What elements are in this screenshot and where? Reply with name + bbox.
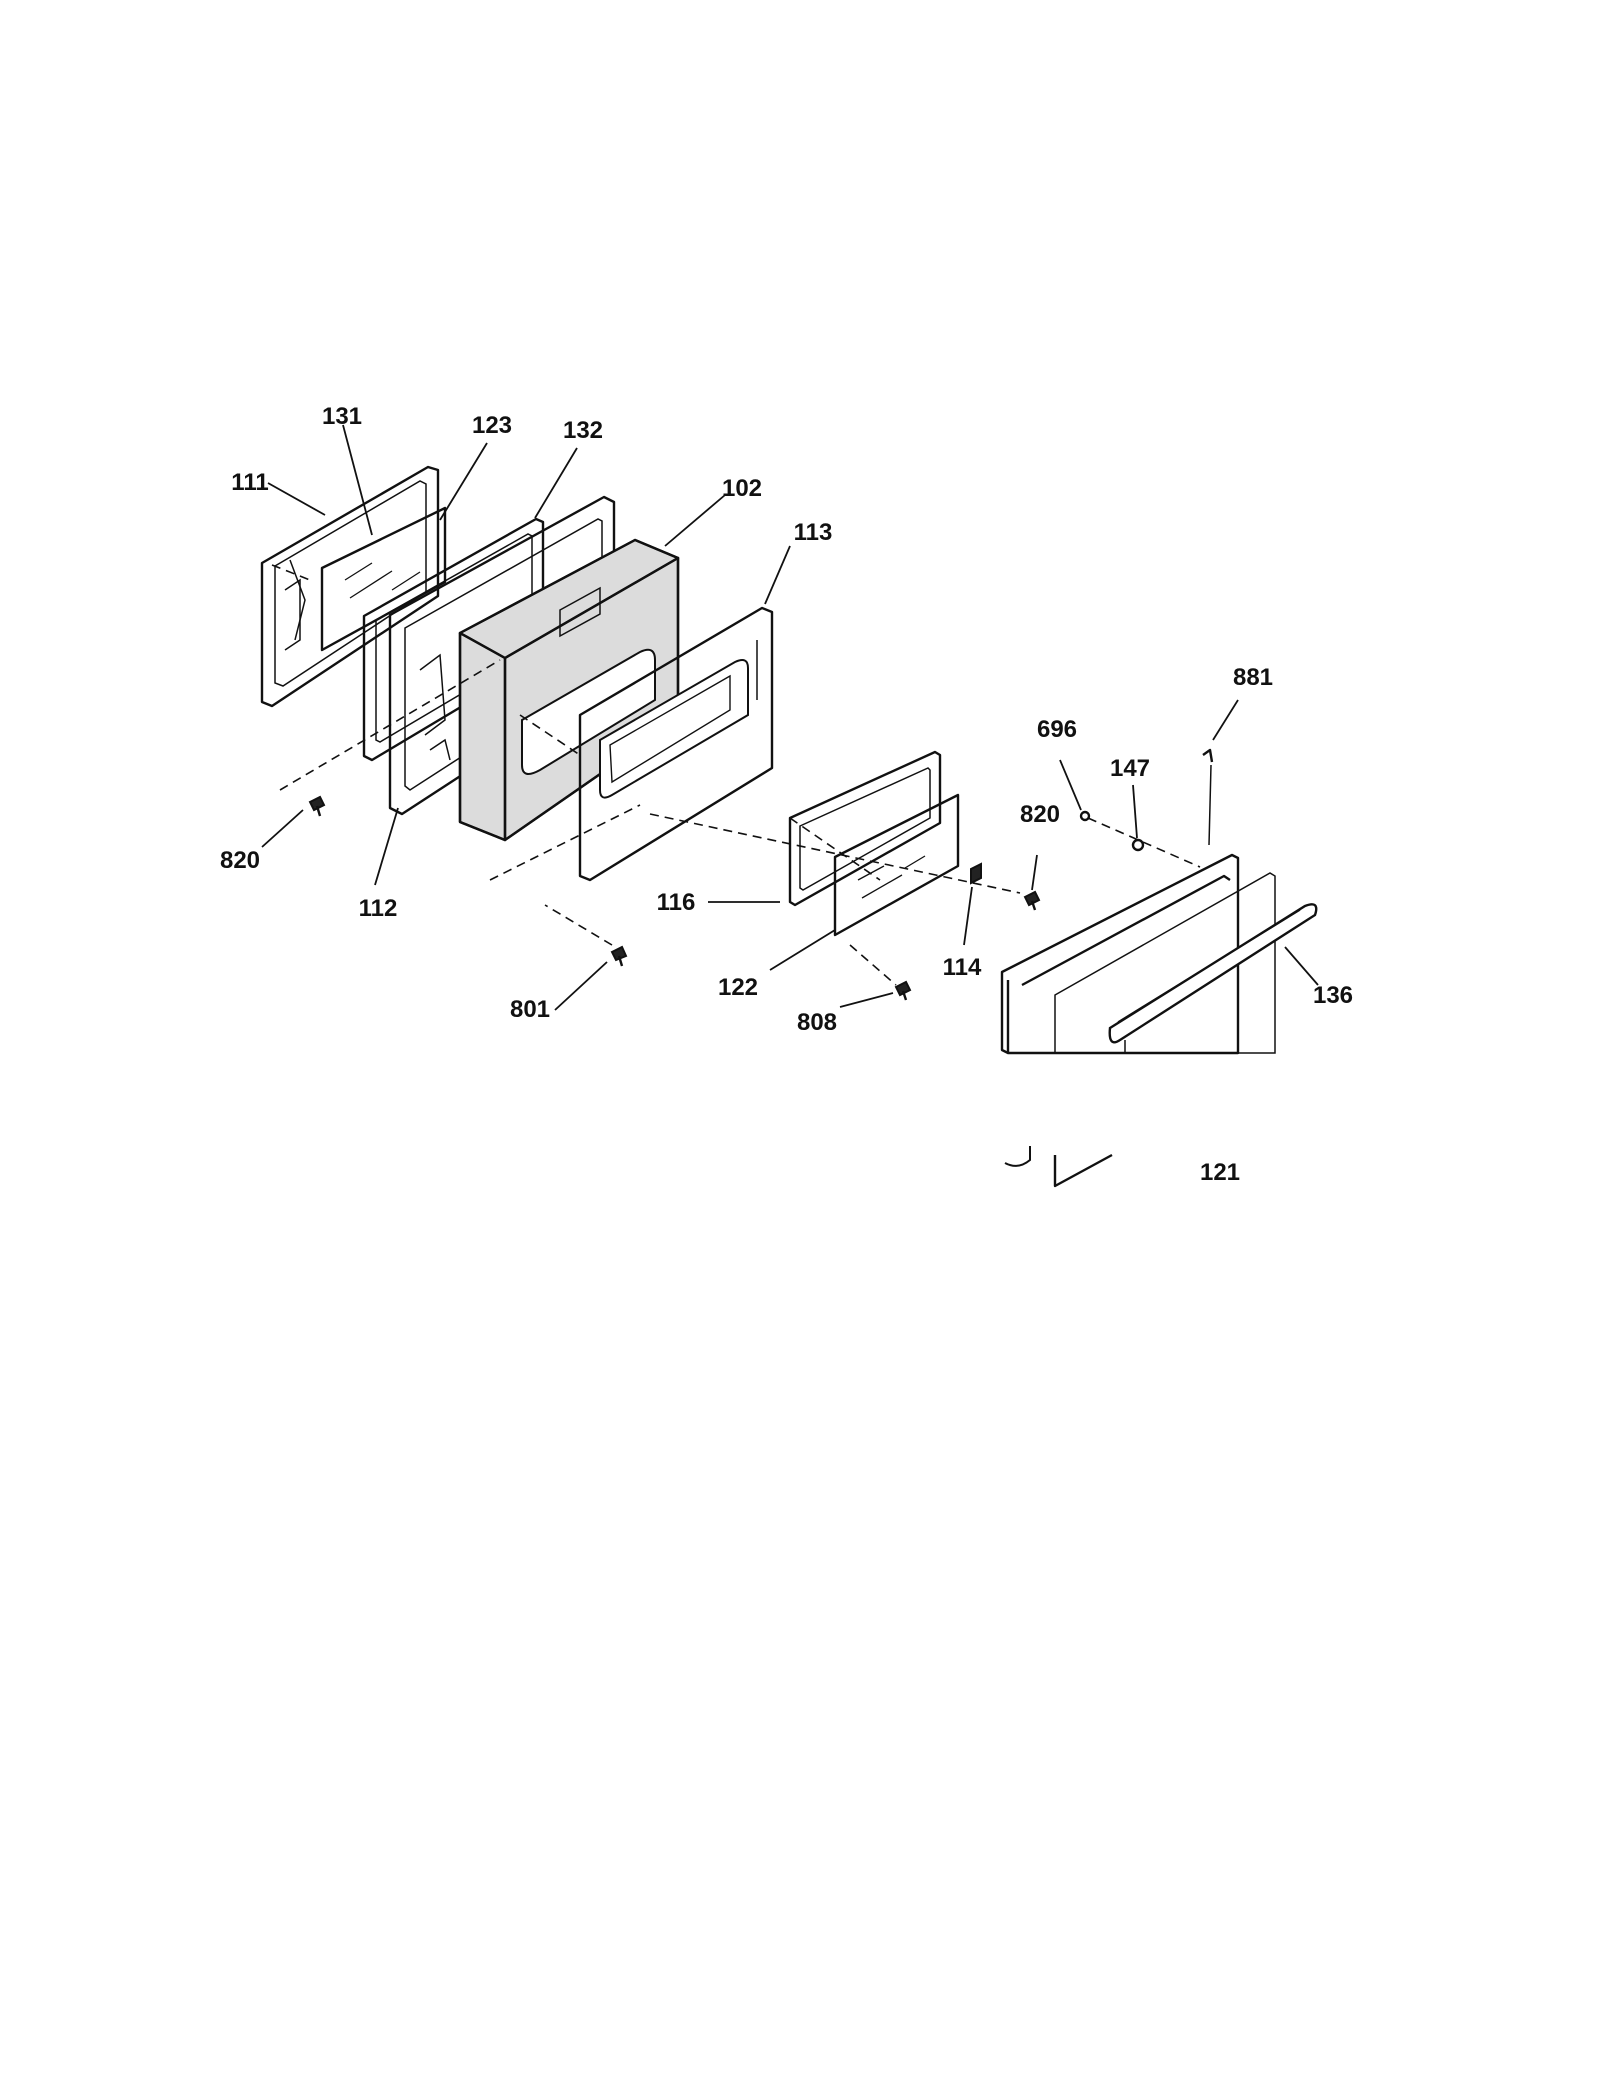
label-111: 111 bbox=[231, 469, 268, 496]
leader-lines bbox=[261, 424, 1319, 1011]
part-113-inner-door-panel bbox=[578, 606, 774, 882]
label-123: 123 bbox=[472, 412, 512, 439]
screw-820-right bbox=[1023, 890, 1041, 911]
screw-820-left bbox=[308, 795, 326, 817]
screw-808 bbox=[894, 980, 912, 1001]
label-121: 121 bbox=[1200, 1159, 1240, 1186]
label-147: 147 bbox=[1110, 755, 1150, 782]
screw-696 bbox=[1079, 810, 1091, 822]
part-116-outer-frame bbox=[788, 750, 942, 907]
screw-801 bbox=[610, 945, 628, 967]
part-136-door-handle bbox=[1108, 903, 1318, 1053]
assembly-lines bbox=[271, 564, 1201, 986]
label-113: 113 bbox=[794, 519, 833, 546]
label-820-right: 820 bbox=[1020, 801, 1060, 828]
label-820-left: 820 bbox=[220, 847, 260, 874]
label-112: 112 bbox=[359, 895, 398, 922]
part-131-inner-glass bbox=[320, 506, 447, 652]
part-114-clip bbox=[970, 862, 982, 885]
label-696: 696 bbox=[1037, 716, 1077, 743]
washer-147 bbox=[1131, 838, 1145, 852]
pin-881 bbox=[1202, 748, 1214, 846]
part-121-door-bottom-fragment bbox=[1004, 1146, 1113, 1188]
label-881: 881 bbox=[1233, 664, 1273, 691]
label-132: 132 bbox=[563, 417, 603, 444]
part-111-inner-door-frame bbox=[260, 465, 440, 708]
part-labels: 131 123 132 111 102 113 820 112 116 801 … bbox=[220, 403, 1353, 1186]
label-801: 801 bbox=[510, 996, 550, 1023]
label-102: 102 bbox=[722, 475, 762, 502]
label-131: 131 bbox=[322, 403, 362, 430]
part-122-outer-glass bbox=[833, 793, 960, 937]
label-116: 116 bbox=[657, 889, 696, 916]
label-808: 808 bbox=[797, 1009, 837, 1036]
part-121-outer-door bbox=[1000, 853, 1276, 1055]
part-102-insulation-box bbox=[458, 538, 680, 842]
label-122: 122 bbox=[718, 974, 758, 1001]
label-114: 114 bbox=[943, 954, 982, 981]
label-136: 136 bbox=[1313, 982, 1353, 1009]
